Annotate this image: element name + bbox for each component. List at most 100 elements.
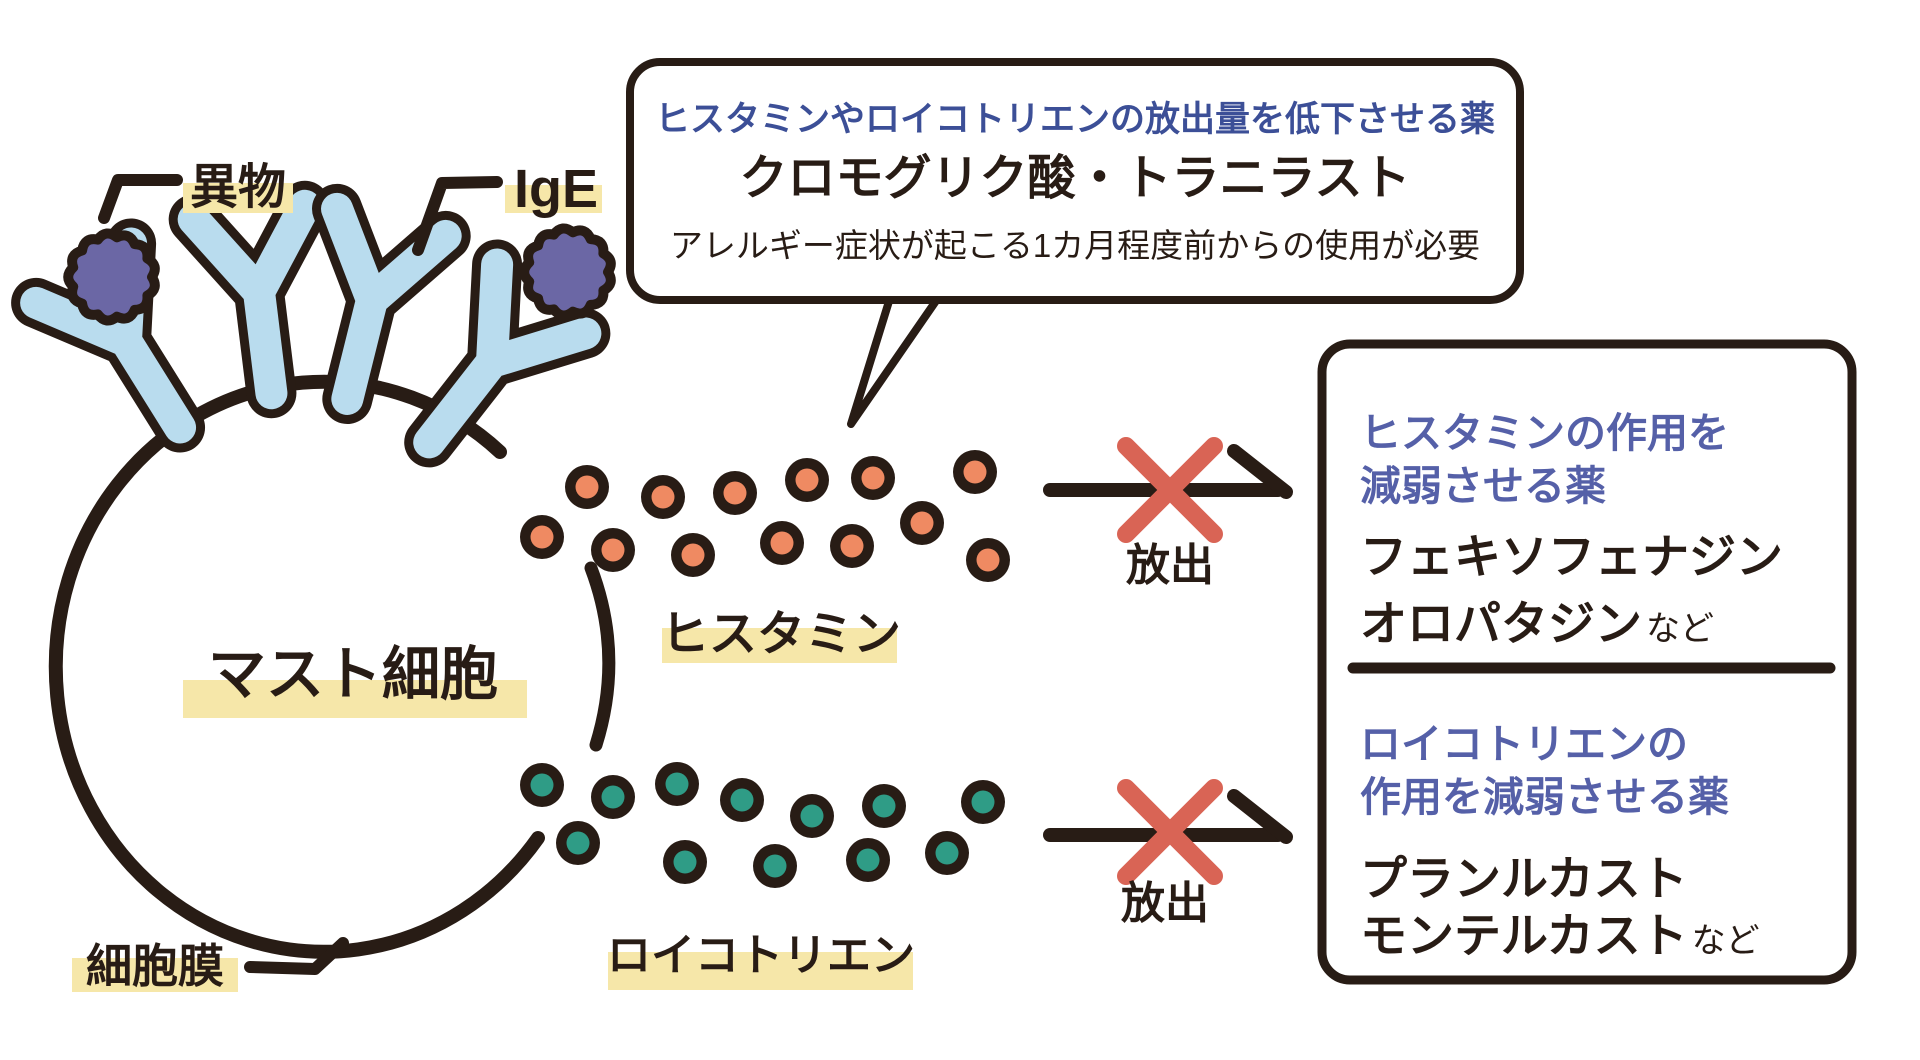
dot-core <box>566 831 590 855</box>
foreign-body-label: 異物 <box>190 161 286 214</box>
drug-box-border <box>1317 339 1857 985</box>
dot-core <box>651 485 675 509</box>
leukotriene-release-arrow: 放出 <box>1043 779 1293 928</box>
foreign-bodies <box>63 223 616 326</box>
dot-core <box>723 481 747 505</box>
leukotriene-drug-heading-1: ロイコトリエンの <box>1360 721 1688 767</box>
leukotriene-dot <box>925 831 969 875</box>
histamine-drug-heading-2: 減弱させる薬 <box>1360 463 1606 509</box>
cell-membrane-label: 細胞膜 <box>86 940 224 992</box>
leukotriene-dot <box>663 840 707 884</box>
cell-membrane-highlight <box>72 958 238 992</box>
leukotriene-drug-1: プランルカスト <box>1360 852 1688 905</box>
speech-bubble-box <box>626 58 1524 304</box>
dot-core <box>800 804 824 828</box>
mast-cell-highlight <box>183 680 527 718</box>
membrane-fragment-arc <box>584 561 616 752</box>
dot-core <box>730 788 754 812</box>
dot-core <box>795 468 819 492</box>
ige-antibody <box>312 183 471 424</box>
ige-label: IgE <box>514 159 598 219</box>
ige-leader-line <box>412 176 503 256</box>
blocked-cross-icon <box>1117 437 1223 543</box>
histamine-dot <box>591 528 635 572</box>
leukotriene-dot <box>753 844 797 888</box>
antibody-body <box>177 189 321 410</box>
antibody-body <box>321 192 462 415</box>
foreign-body-highlight <box>183 183 293 213</box>
dot-core <box>673 850 697 874</box>
arrow-barb <box>1227 789 1293 844</box>
dot-core <box>840 534 864 558</box>
dot-core <box>763 854 787 878</box>
dot-core <box>856 848 880 872</box>
dot-core <box>575 475 599 499</box>
histamine-dot <box>641 475 685 519</box>
granule-dots <box>520 450 1010 888</box>
cell-membrane-arc <box>48 374 545 959</box>
histamine-dot <box>785 458 829 502</box>
dot-core <box>530 525 554 549</box>
foreign-body-shape <box>63 228 160 326</box>
bubble-title: ヒスタミンやロイコトリエンの放出量を低下させる薬 <box>655 100 1495 139</box>
bubble-note: アレルギー症状が起こる1カ月程度前からの使用が必要 <box>670 227 1480 264</box>
histamine-dot <box>713 471 757 515</box>
foreign-body-leader-line <box>98 174 183 224</box>
histamine-release-arrow: 放出 <box>1043 437 1293 590</box>
dot-core <box>770 531 794 555</box>
leader-lines <box>98 174 503 975</box>
foreign-body-blob <box>519 223 616 321</box>
blocked-cross-icon <box>1117 779 1223 885</box>
histamine-dot <box>565 465 609 509</box>
ige-antibodies <box>11 180 611 468</box>
antibody-body <box>413 248 602 459</box>
histamine-dot <box>900 501 944 545</box>
dot-core <box>910 511 934 535</box>
histamine-highlight <box>662 628 897 663</box>
leukotriene-dot <box>862 784 906 828</box>
ige-antibody <box>404 239 611 468</box>
leukotriene-label: ロイコトリエン <box>607 931 915 980</box>
foreign-body-blob <box>63 228 160 326</box>
leukotriene-dot <box>790 794 834 838</box>
ige-highlight <box>505 185 602 213</box>
dot-core <box>681 543 705 567</box>
speech-bubble: ヒスタミンやロイコトリエンの放出量を低下させる薬 クロモグリク酸・トラニラスト … <box>626 58 1524 428</box>
leukotriene-drug-heading-2: 作用を減弱させる薬 <box>1360 774 1729 820</box>
speech-bubble-tail <box>847 294 942 428</box>
leukotriene-dot <box>591 775 635 819</box>
dot-core <box>963 460 987 484</box>
histamine-drug-1: フェキソフェナジン <box>1360 530 1783 583</box>
dot-core <box>601 785 625 809</box>
histamine-dot <box>851 456 895 500</box>
leukotriene-drug-2: モンテルカストなど <box>1360 909 1760 962</box>
histamine-dot <box>830 524 874 568</box>
histamine-dot <box>953 450 997 494</box>
dot-core <box>665 772 689 796</box>
dot-core <box>935 841 959 865</box>
arrow-barb <box>1227 444 1293 499</box>
drug-info-box: ヒスタミンの作用を 減弱させる薬 フェキソフェナジン オロパタジンなど ロイコト… <box>1317 339 1857 985</box>
bubble-drug-names: クロモグリク酸・トラニラスト <box>739 152 1410 205</box>
leukotriene-dot <box>720 778 764 822</box>
histamine-drug-heading-1: ヒスタミンの作用を <box>1360 410 1729 456</box>
mast-cell-label: マスト細胞 <box>208 642 498 707</box>
histamine-dot <box>671 533 715 577</box>
histamine-drug-2: オロパタジンなど <box>1360 597 1714 650</box>
dot-core <box>971 790 995 814</box>
leukotriene-highlight <box>608 952 913 990</box>
dot-core <box>976 548 1000 572</box>
leukotriene-dot <box>520 763 564 807</box>
leukotriene-dot <box>846 838 890 882</box>
dot-core <box>601 538 625 562</box>
dot-core <box>530 773 554 797</box>
leukotriene-dot <box>556 821 600 865</box>
dot-core <box>872 794 896 818</box>
ige-antibody <box>168 180 330 419</box>
histamine-dot <box>760 521 804 565</box>
dot-core <box>861 466 885 490</box>
histamine-dot <box>966 538 1010 582</box>
histamine-label: ヒスタミン <box>661 608 901 661</box>
